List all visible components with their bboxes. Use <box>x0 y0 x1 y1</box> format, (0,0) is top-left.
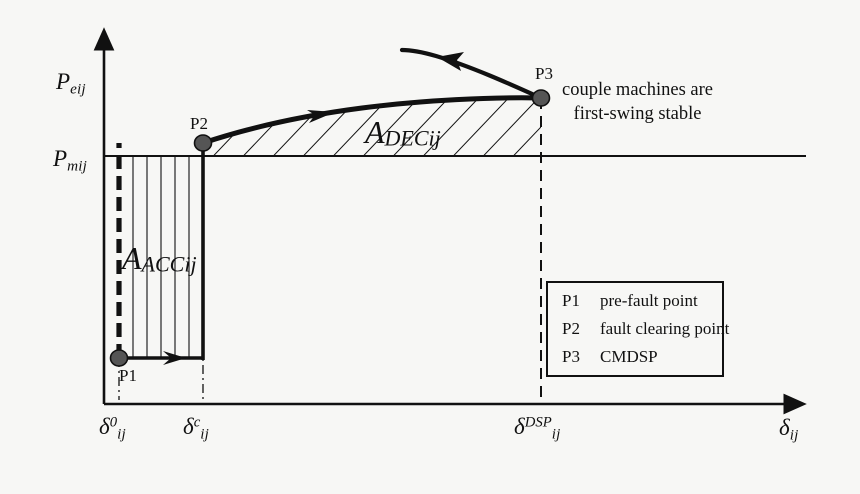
y-axis-top-subscript: eij <box>70 80 86 98</box>
return-swing-curve <box>399 47 544 101</box>
tickdsp-symbol: δ <box>514 414 525 439</box>
x-axis-subscript: ij <box>789 426 799 444</box>
tick0-subscript: ij <box>117 425 126 443</box>
point-label-p2: P2 <box>190 114 208 133</box>
stability-annotation: couple machines are first-swing stable <box>562 78 713 127</box>
x-tick-label-delta-ij-c: δcij <box>183 414 209 443</box>
legend-desc-p2: fault clearing point <box>600 319 730 338</box>
x-axis-label: δij <box>779 415 799 444</box>
tickc-superscript: c <box>193 414 201 431</box>
legend-desc-p1: pre-fault point <box>600 291 698 310</box>
tick0-superscript: 0 <box>109 414 118 431</box>
point-marker-p3 <box>531 89 551 107</box>
dec-area-subscript: DECij <box>384 125 441 151</box>
tick0-symbol: δ <box>99 414 110 439</box>
y-axis-top-symbol: P <box>56 69 71 94</box>
post-fault-curve <box>202 95 542 146</box>
legend-box: P1 pre-fault point P2 fault clearing poi… <box>546 281 729 377</box>
tickc-symbol: δ <box>183 414 194 439</box>
tickc-subscript: ij <box>200 425 210 443</box>
x-axis-symbol: δ <box>779 415 790 440</box>
point-label-p3: P3 <box>535 64 553 83</box>
acceleration-area-hatch <box>132 156 190 358</box>
tickdsp-superscript: DSP <box>524 414 552 431</box>
x-tick-label-delta-ij-dsp: δDSPij <box>514 414 561 443</box>
acceleration-area-label: AACCij <box>122 240 197 278</box>
x-tick-label-delta-ij-0: δ0ij <box>99 414 126 443</box>
point-label-p1: P1 <box>119 366 137 385</box>
dec-area-symbol: A <box>365 114 385 150</box>
point-marker-p1 <box>109 349 129 367</box>
deceleration-area-label: ADECij <box>365 114 441 152</box>
point-marker-p2 <box>193 134 213 152</box>
stability-annotation-line1: couple machines are <box>562 80 714 100</box>
legend-key-p3: P3 <box>562 347 580 366</box>
legend-key-p2: P2 <box>562 319 580 338</box>
acc-area-subscript: ACCij <box>141 251 197 277</box>
return-swing-arrow-icon <box>437 52 464 71</box>
pmij-symbol: P <box>53 146 68 171</box>
bottom-travel-arrow-icon <box>163 351 186 365</box>
y-axis-top-label: Peij <box>56 69 86 98</box>
pmij-axis-label: Pmij <box>53 146 87 175</box>
legend-key-p1: P1 <box>562 291 580 310</box>
stability-annotation-line2: first-swing stable <box>573 104 702 125</box>
pmij-subscript: mij <box>67 157 88 175</box>
acc-area-symbol: A <box>122 240 142 276</box>
forward-swing-arrow-icon <box>307 110 335 123</box>
legend-desc-p3: CMDSP <box>600 347 658 366</box>
tickdsp-subscript: ij <box>551 425 561 443</box>
